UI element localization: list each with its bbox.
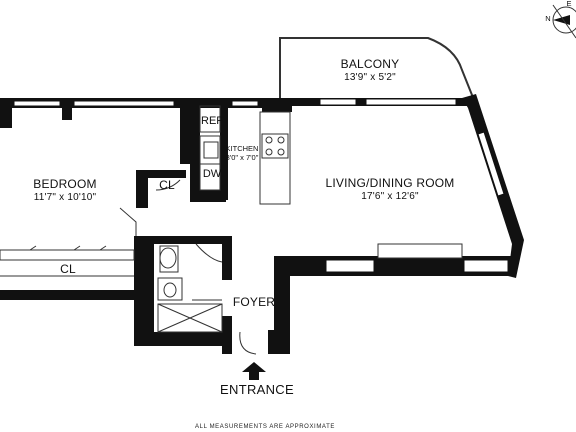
- entrance-arrow-icon: [242, 362, 266, 380]
- kitchen-fixtures: [199, 105, 291, 205]
- kitchen-label: KITCHEN 8'0" x 7'0": [222, 144, 262, 162]
- compass-icon: [552, 4, 576, 39]
- closet-label-lower: CL: [60, 262, 76, 276]
- bedroom-closet: [0, 245, 135, 277]
- door-swings: [119, 179, 257, 355]
- balcony-dimensions: 13'9" x 5'2": [344, 71, 396, 83]
- radiator: [377, 243, 463, 259]
- foyer-label: FOYER: [232, 295, 276, 309]
- balcony-outline: [279, 37, 475, 101]
- bedroom-label: BEDROOM 11'7" x 10'10": [20, 177, 110, 203]
- balcony-label: BALCONY 13'9" x 5'2": [320, 57, 420, 83]
- balcony-name: BALCONY: [340, 57, 400, 71]
- windows: [13, 98, 509, 273]
- exterior-walls: [0, 94, 524, 354]
- dw-label: DW: [202, 168, 222, 180]
- compass-north-label: N: [545, 14, 551, 23]
- bedroom-dimensions: 11'7" x 10'10": [33, 191, 97, 203]
- bedroom-name: BEDROOM: [33, 177, 97, 191]
- entrance-label: ENTRANCE: [220, 382, 294, 397]
- kitchen-dimensions: 8'0" x 7'0": [225, 152, 259, 162]
- living-room-label: LIVING/DINING ROOM 17'6" x 12'6": [310, 176, 470, 202]
- living-room-dimensions: 17'6" x 12'6": [361, 190, 419, 202]
- ref-label: REF: [201, 115, 223, 127]
- bathroom-fixtures: [157, 245, 223, 333]
- closet-label-upper: CL: [159, 178, 175, 192]
- kitchen-name: KITCHEN: [225, 144, 259, 153]
- compass-east-label: E: [566, 0, 572, 8]
- living-room-name: LIVING/DINING ROOM: [325, 176, 455, 190]
- footer-note: ALL MEASUREMENTS ARE APPROXIMATE: [195, 424, 335, 430]
